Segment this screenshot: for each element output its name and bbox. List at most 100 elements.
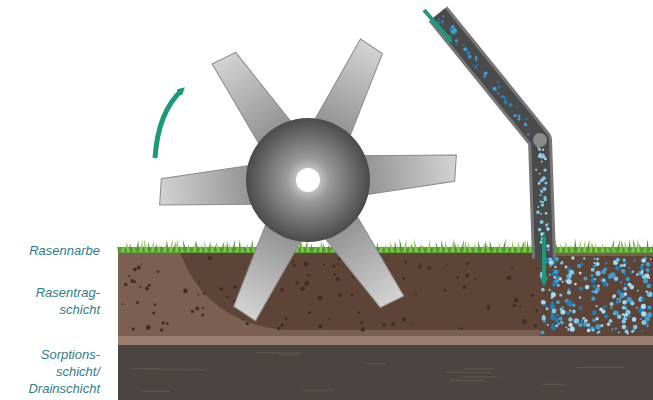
gravel-grain: [641, 311, 646, 316]
gravel-grain: [643, 279, 648, 284]
gravel-grain: [552, 282, 556, 286]
soil-grain: [412, 324, 414, 326]
gravel-grain: [596, 257, 599, 260]
gravel-grain: [630, 301, 634, 305]
soil-grain: [137, 265, 141, 269]
gravel-grain: [553, 280, 555, 282]
soil-grain: [203, 292, 206, 295]
gravel-grain: [646, 268, 650, 272]
gravel-grain: [579, 306, 583, 310]
pipe-grain: [495, 89, 497, 91]
pipe-outline: [438, 14, 544, 258]
soil-grain: [402, 277, 405, 280]
pipe-grain: [538, 148, 541, 151]
gravel-slot: [540, 256, 653, 336]
soil-grain: [132, 327, 135, 330]
fill-arrow: [542, 236, 546, 282]
gravel-grain: [569, 300, 572, 303]
soil-grain: [337, 263, 339, 265]
gravel-grain: [603, 305, 606, 308]
soil-grain: [280, 288, 284, 292]
gravel-grain: [592, 329, 595, 332]
gravel-grain: [613, 312, 615, 314]
gravel-grain: [640, 265, 644, 269]
soil-grain: [198, 281, 200, 283]
gravel-grain: [557, 270, 559, 272]
rotor-blade: [157, 164, 260, 213]
pipe-grain: [476, 64, 478, 66]
gravel-grain: [640, 318, 642, 320]
soil-grain: [154, 303, 157, 306]
pipe-grain: [540, 213, 542, 215]
soil-grain: [148, 284, 151, 287]
gravel-grain: [636, 307, 638, 309]
soil-grain: [122, 303, 124, 305]
gravel-grain: [556, 314, 559, 317]
gravel-grain: [628, 283, 632, 287]
gravel-grain: [610, 302, 614, 306]
soil-grain: [534, 324, 537, 327]
soil-grain: [301, 287, 305, 291]
gravel-grain: [541, 300, 546, 305]
pipe-grain: [540, 232, 543, 235]
gravel-grain: [545, 306, 547, 308]
gravel-grain: [604, 314, 608, 318]
gravel-grain: [562, 281, 564, 283]
soil-grain: [466, 262, 469, 265]
gravel-grain: [647, 312, 652, 317]
gravel-grain: [557, 322, 560, 325]
gravel-grain: [646, 325, 649, 328]
pipe-grain: [538, 228, 542, 232]
pipe-grain: [497, 81, 499, 83]
drain-streak: [256, 352, 301, 353]
gravel-grain: [629, 315, 632, 318]
gravel-grain: [616, 258, 620, 262]
pipe-grain: [517, 106, 519, 108]
pipe-grain: [498, 86, 501, 89]
soil-grain: [318, 324, 322, 328]
gravel-grain: [569, 309, 571, 311]
gravel-grain: [551, 326, 556, 331]
pipe-grain: [456, 43, 458, 45]
pipe-grain: [474, 66, 477, 69]
pipe-grain: [545, 212, 548, 215]
gravel-grain: [546, 307, 549, 310]
gravel-grain: [574, 283, 577, 286]
pipe-grain: [541, 161, 543, 163]
gravel-grain: [574, 318, 579, 323]
soil-grain: [536, 309, 538, 311]
gravel-grain: [593, 258, 595, 260]
pipe-grain: [501, 95, 503, 97]
layer-label: Sorptions- schicht/ Drainschicht: [28, 346, 100, 397]
pipe-grain: [540, 190, 543, 193]
pipe-grain: [517, 114, 520, 117]
pipe-grain: [543, 187, 547, 191]
grass-blades: [117, 238, 653, 252]
soil-grain: [519, 305, 521, 307]
pipe-grain: [504, 100, 508, 104]
pipe-grain: [542, 176, 546, 180]
pipe-grain: [540, 190, 542, 192]
gravel-grain: [561, 321, 565, 325]
gravel-grain: [640, 271, 643, 274]
soil-grain: [351, 293, 354, 296]
gravel-grain: [641, 304, 646, 309]
gravel-grain: [634, 259, 636, 261]
rotation-arrow: [155, 90, 182, 158]
aerator-rotor: [157, 36, 459, 325]
gravel-grain: [567, 288, 570, 291]
layer-boundary: [118, 336, 653, 345]
gravel-grain: [579, 287, 583, 291]
gravel-grain: [647, 292, 652, 297]
soil-grain: [293, 264, 296, 267]
gravel-grain: [541, 288, 545, 292]
pipe-grain: [492, 87, 496, 91]
soil-grain: [130, 279, 134, 283]
pipe-grain: [545, 223, 548, 226]
gravel-grain: [603, 281, 608, 286]
gravel-grain: [579, 271, 582, 274]
soil-grain: [242, 318, 244, 320]
gravel-grain: [595, 287, 600, 292]
gravel-grain: [596, 271, 601, 276]
